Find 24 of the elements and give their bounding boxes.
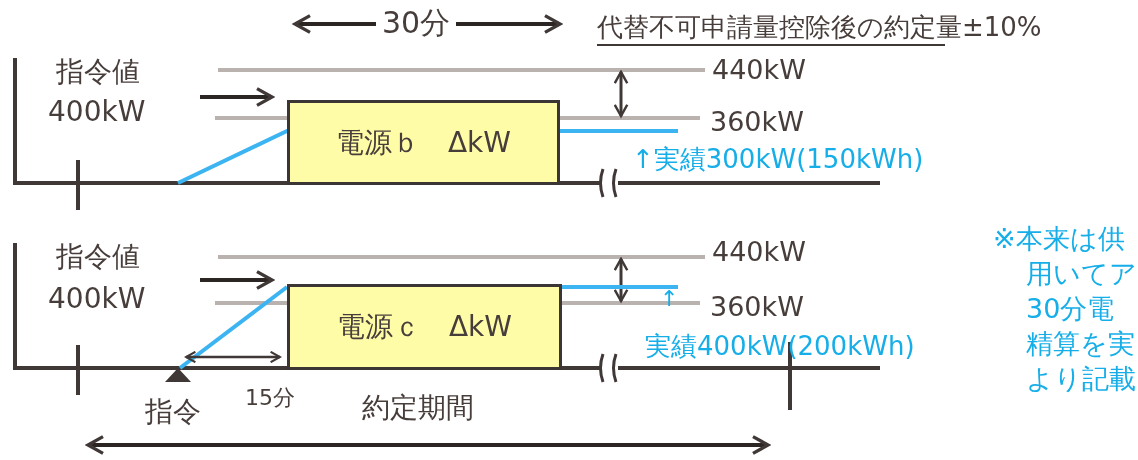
axis-label: 400kW — [48, 285, 146, 313]
axis-label: 400kW — [48, 98, 146, 126]
axis-label: 指令値 — [56, 243, 140, 271]
axis-label: 指令値 — [56, 58, 140, 86]
note-text: 用いてア — [1026, 260, 1137, 287]
value-label: 360kW — [710, 293, 804, 320]
value-label: 360kW — [710, 108, 804, 135]
note-text: 代替不可申請量控除後の約定量±10% — [597, 14, 1042, 40]
duration-label: 30分 — [376, 8, 457, 38]
value-label: 440kW — [712, 238, 806, 265]
note-text: 精算を実 — [1026, 330, 1135, 357]
duration-label: 15分 — [245, 387, 295, 409]
arrow-glyph: ↑ — [660, 288, 679, 310]
source-box — [287, 100, 560, 185]
note-text: 30分電 — [1026, 295, 1115, 322]
note-text: ※本来は供 — [993, 225, 1125, 252]
source-box — [287, 284, 562, 370]
result-label: ↑実績300kW(150kWh) — [632, 146, 924, 172]
box-label: 電源ｂ ΔkW — [335, 124, 512, 161]
box-label: 電源ｃ ΔkW — [336, 309, 513, 345]
value-label: 440kW — [712, 56, 806, 83]
note-text: より記載 — [1026, 365, 1136, 392]
result-label: 実績400kW(200kWh) — [645, 333, 915, 359]
command-label: 指令 — [145, 398, 201, 426]
